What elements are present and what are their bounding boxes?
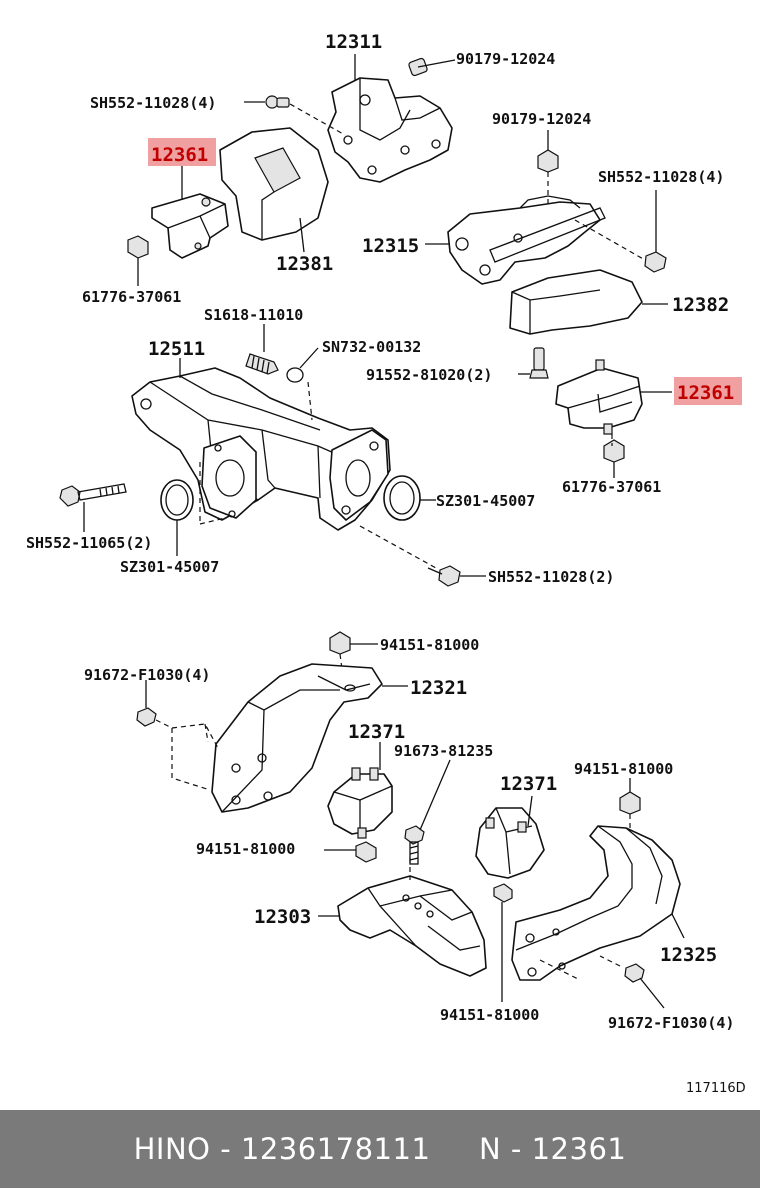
ring-sz301-left <box>160 479 194 556</box>
bracket-12321 <box>211 663 408 813</box>
label-94151-81000-bottom: 94151-81000 <box>440 1006 539 1024</box>
bolt-sh552-right <box>574 190 667 273</box>
label-sh552-11028-2: SH552-11028(2) <box>488 568 614 586</box>
label-12311: 12311 <box>325 31 382 53</box>
nut-94151-top <box>329 631 378 685</box>
label-12511: 12511 <box>148 338 205 360</box>
label-61776-37061-left: 61776-37061 <box>82 288 181 306</box>
label-sh552-11028-4-right: SH552-11028(4) <box>598 168 724 186</box>
label-91673-81235: 91673-81235 <box>394 742 493 760</box>
label-91552-81020-2: 91552-81020(2) <box>366 366 492 384</box>
nut-90179-right <box>537 130 559 205</box>
label-90179-12024-right: 90179-12024 <box>492 110 591 128</box>
highlight-12361-right <box>674 377 742 405</box>
bolt-91672-right <box>599 955 665 1009</box>
label-12321: 12321 <box>410 677 467 699</box>
highlight-12361-left <box>148 138 216 166</box>
label-12381: 12381 <box>276 253 333 275</box>
ring-sz301-right <box>383 475 436 521</box>
label-94151-81000-left: 94151-81000 <box>196 840 295 858</box>
label-12303: 12303 <box>254 906 311 928</box>
nut-61776-right <box>603 434 625 478</box>
label-12382: 12382 <box>672 294 729 316</box>
parts-diagram: 12311 90179-12024 SH552-11028(4) 12361 1… <box>26 31 746 1096</box>
label-61776-37061-right: 61776-37061 <box>562 478 661 496</box>
label-94151-81000-right: 94151-81000 <box>574 760 673 778</box>
label-91672-f1030-4-left: 91672-F1030(4) <box>84 666 210 684</box>
crossmember-12511 <box>131 358 391 531</box>
label-sz301-45007-right: SZ301-45007 <box>436 492 535 510</box>
nut-94151-left <box>324 841 377 863</box>
bolt-91672-left <box>136 680 219 791</box>
footer-part-info: HINO - 1236178111 N - 12361 <box>133 1132 627 1166</box>
oring-sn732 <box>286 347 319 383</box>
cover-12382 <box>509 269 668 335</box>
label-sz301-45007-left: SZ301-45007 <box>120 558 219 576</box>
spring-s1618 <box>245 324 279 375</box>
label-12315: 12315 <box>362 235 419 257</box>
bolt-sh552-bottom <box>359 525 486 587</box>
label-12361-right: 12361 <box>677 382 734 404</box>
label-sh552-11028-4-top: SH552-11028(4) <box>90 94 216 112</box>
cover-12381 <box>219 127 329 253</box>
mount-12371-right <box>475 795 545 879</box>
mount-12371-left <box>327 742 393 839</box>
bracket-12315 <box>447 195 606 285</box>
label-12371-right: 12371 <box>500 773 557 795</box>
label-s1618-11010: S1618-11010 <box>204 306 303 324</box>
mount-12361-left <box>151 166 229 259</box>
mount-12361-right <box>555 359 672 435</box>
label-12361-left: 12361 <box>151 144 208 166</box>
bracket-12311 <box>327 77 453 183</box>
label-sh552-11065-2: SH552-11065(2) <box>26 534 152 552</box>
bolt-90179-top <box>408 57 456 77</box>
diagram-code: 117116D <box>686 1081 746 1096</box>
nut-94151-center <box>493 883 513 1002</box>
bolt-91673 <box>404 759 451 865</box>
bolt-91552 <box>518 347 549 379</box>
label-12371-left: 12371 <box>348 721 405 743</box>
bolt-sh552-top-left <box>244 95 346 136</box>
footer-bar: HINO - 1236178111 N - 12361 <box>0 1110 760 1188</box>
bolt-sh552-long <box>59 483 127 532</box>
label-12325: 12325 <box>660 944 717 966</box>
bracket-12303 <box>318 858 487 977</box>
bracket-12325 <box>511 825 685 981</box>
label-94151-81000-top: 94151-81000 <box>380 636 479 654</box>
label-91672-f1030-4-right: 91672-F1030(4) <box>608 1014 734 1032</box>
nut-61776-left <box>127 235 149 286</box>
label-sn732-00132: SN732-00132 <box>322 338 421 356</box>
label-90179-12024-top: 90179-12024 <box>456 50 555 68</box>
